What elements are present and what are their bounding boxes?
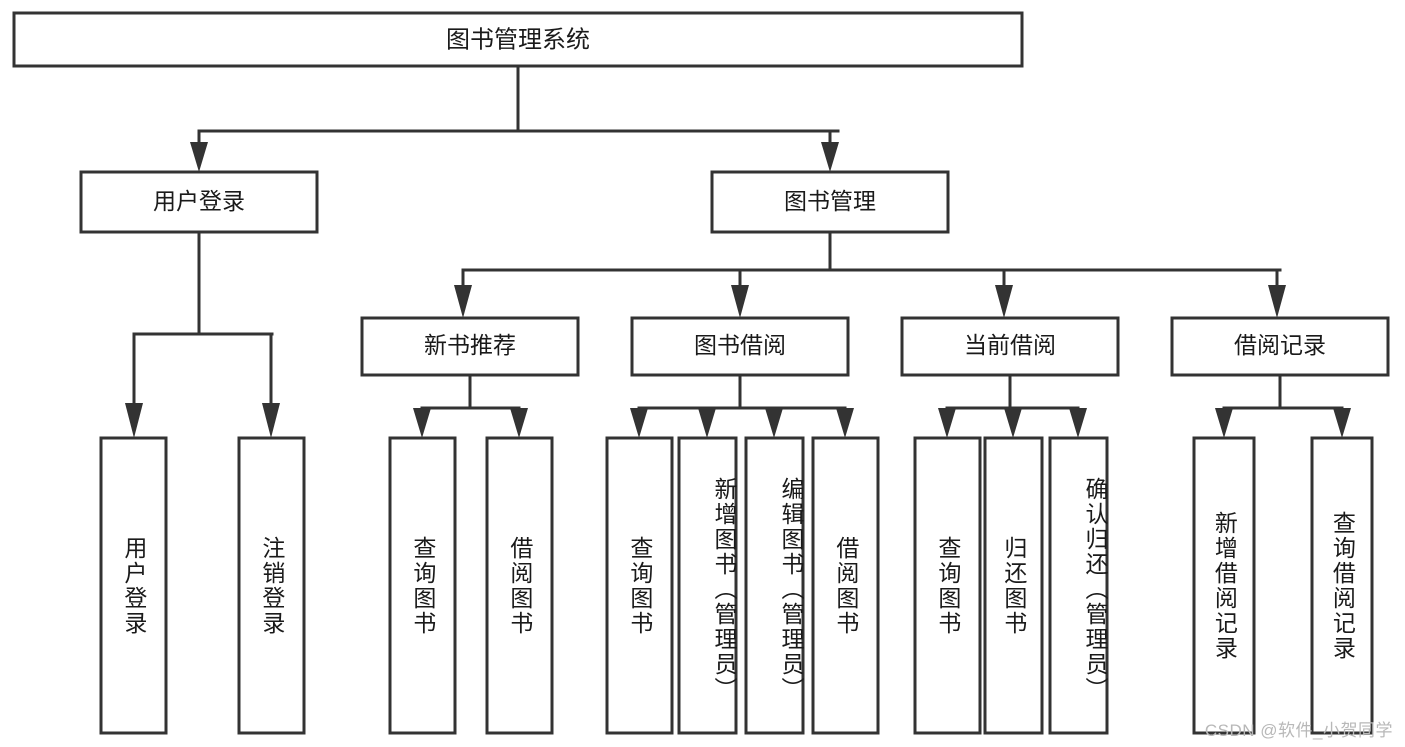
node-user-login-label: 用户登录	[153, 188, 245, 214]
node-leaf-edit-book-box[interactable]	[744, 436, 805, 735]
node-borrow-record-label: 借阅记录	[1234, 332, 1326, 358]
node-borrow-record-box	[1170, 316, 1390, 377]
node-leaf-user-login-box[interactable]	[99, 436, 168, 735]
node-leaf-query-book-2-box[interactable]	[605, 436, 674, 735]
node-leaf-borrow-book-1-box[interactable]	[485, 436, 554, 735]
node-book-manage-label: 图书管理	[784, 188, 876, 214]
arrow-head-leaf-borrow-book-1	[510, 408, 528, 438]
connector-currentborrow-to-leaves	[938, 373, 1087, 438]
node-current-borrow-label: 当前借阅	[964, 332, 1056, 358]
connector-root-to-level2	[190, 64, 840, 172]
arrow-head-borrow-record	[1268, 285, 1286, 318]
connector-userlogin-to-leaves	[125, 230, 280, 438]
connector-bookmanage-to-level3	[454, 230, 1286, 318]
node-book-manage[interactable]: 图书管理	[710, 170, 950, 234]
connector-bookborrow-to-leaves	[630, 373, 854, 438]
node-current-borrow[interactable]: 当前借阅	[900, 316, 1120, 377]
connector-newbook-to-leaves	[413, 373, 528, 438]
node-leaf-query-record-box[interactable]	[1310, 436, 1374, 735]
csdn-watermark: CSDN @软件_小贺同学	[1204, 721, 1393, 740]
node-leaf-query-book-1-box[interactable]	[388, 436, 457, 735]
arrow-head-leaf-borrow-book-2	[836, 408, 854, 438]
arrow-head-book-manage	[821, 142, 839, 172]
node-leaf-borrow-book-2-box[interactable]	[811, 436, 880, 735]
node-book-manage-box	[710, 170, 950, 234]
node-root-system[interactable]: 图书管理系统	[12, 11, 1024, 68]
node-leaf-user-logout-box[interactable]	[237, 436, 306, 735]
node-book-borrow[interactable]: 图书借阅	[630, 316, 850, 377]
node-book-borrow-box	[630, 316, 850, 377]
arrow-head-leaf-add-record	[1215, 408, 1233, 438]
arrow-head-current-borrow	[995, 285, 1013, 318]
node-current-borrow-box	[900, 316, 1120, 377]
arrow-head-leaf-query-record	[1333, 408, 1351, 438]
arrow-head-book-borrow	[731, 285, 749, 318]
arrow-head-leaf-user-login	[125, 403, 143, 438]
arrow-head-leaf-query-book-2	[630, 408, 648, 438]
node-leaf-query-book-3-box[interactable]	[913, 436, 982, 735]
node-book-borrow-label: 图书借阅	[694, 332, 786, 358]
node-user-login[interactable]: 用户登录	[79, 170, 319, 234]
node-leaf-add-book-box[interactable]	[677, 436, 738, 735]
arrow-head-leaf-confirm-return	[1069, 408, 1087, 438]
arrow-head-leaf-query-book-1	[413, 408, 431, 438]
node-root-label: 图书管理系统	[446, 26, 590, 53]
arrow-head-leaf-return-book	[1004, 408, 1022, 438]
node-leaf-return-book-box[interactable]	[983, 436, 1044, 735]
arrow-head-leaf-user-logout	[262, 403, 280, 438]
arrow-head-leaf-query-book-3	[938, 408, 956, 438]
arrow-head-leaf-add-book	[698, 408, 716, 438]
arrow-head-leaf-edit-book	[765, 408, 783, 438]
node-leaf-confirm-return-box[interactable]	[1048, 436, 1109, 735]
node-root-box	[12, 11, 1024, 68]
node-new-book-recommend-label: 新书推荐	[424, 332, 516, 358]
node-new-book-recommend[interactable]: 新书推荐	[360, 316, 580, 377]
node-new-book-recommend-box	[360, 316, 580, 377]
arrow-head-user-login	[190, 142, 208, 172]
node-borrow-record[interactable]: 借阅记录	[1170, 316, 1390, 377]
connector-borrowrecord-to-leaves	[1215, 373, 1351, 438]
node-leaf-add-record-box[interactable]	[1192, 436, 1256, 735]
node-user-login-box	[79, 170, 319, 234]
arrow-head-new-book-recommend	[454, 285, 472, 318]
